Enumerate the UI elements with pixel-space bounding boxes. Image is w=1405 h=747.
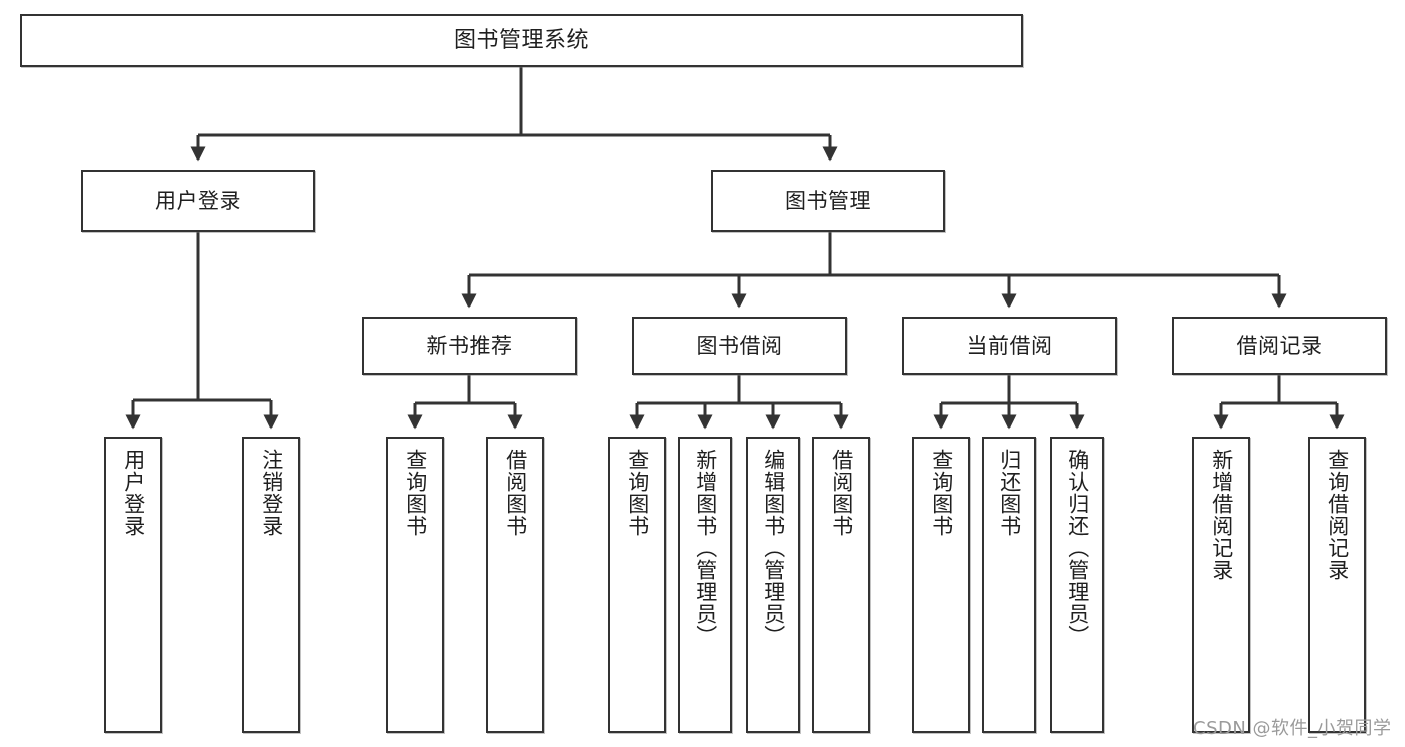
node-book-management[interactable]: 图书管理	[711, 170, 945, 232]
node-root-book-management-system[interactable]: 图书管理系统	[20, 14, 1023, 67]
node-leaf-query-borrow-record[interactable]: 查询借阅记录	[1308, 437, 1366, 733]
watermark: CSDN @软件_小贺同学	[1193, 718, 1392, 739]
node-new-book-recommend[interactable]: 新书推荐	[362, 317, 577, 375]
node-leaf-query-book-current[interactable]: 查询图书	[912, 437, 970, 733]
node-label: 借阅图书	[503, 449, 528, 537]
node-label: 查询图书	[625, 449, 650, 537]
node-leaf-confirm-return-admin[interactable]: 确认归还（管理员）	[1050, 437, 1104, 733]
node-label: 确认归还（管理员）	[1065, 449, 1090, 647]
node-label: 归还图书	[997, 449, 1022, 537]
node-label: 用户登录	[121, 449, 146, 537]
node-label: 借阅图书	[829, 449, 854, 537]
node-label: 当前借阅	[966, 333, 1053, 358]
node-label: 查询图书	[929, 449, 954, 537]
node-leaf-user-login[interactable]: 用户登录	[104, 437, 162, 733]
node-label: 新增图书（管理员）	[693, 449, 718, 647]
node-label: 图书借阅	[696, 333, 783, 358]
node-label: 图书管理系统	[453, 27, 589, 53]
node-label: 查询借阅记录	[1325, 449, 1350, 581]
node-current-borrow[interactable]: 当前借阅	[902, 317, 1117, 375]
node-label: 用户登录	[155, 188, 241, 213]
node-leaf-query-book-recommend[interactable]: 查询图书	[386, 437, 444, 733]
node-label: 借阅记录	[1236, 333, 1323, 358]
node-leaf-logout[interactable]: 注销登录	[242, 437, 300, 733]
node-leaf-edit-book-admin[interactable]: 编辑图书（管理员）	[746, 437, 800, 733]
node-label: 图书管理	[785, 188, 871, 213]
node-borrow-record[interactable]: 借阅记录	[1172, 317, 1387, 375]
node-leaf-add-borrow-record[interactable]: 新增借阅记录	[1192, 437, 1250, 733]
node-book-borrow[interactable]: 图书借阅	[632, 317, 847, 375]
node-leaf-query-book-borrow[interactable]: 查询图书	[608, 437, 666, 733]
node-label: 新书推荐	[426, 333, 513, 358]
node-label: 编辑图书（管理员）	[761, 449, 786, 647]
node-label: 新增借阅记录	[1209, 449, 1234, 581]
node-leaf-add-book-admin[interactable]: 新增图书（管理员）	[678, 437, 732, 733]
node-leaf-borrow-book[interactable]: 借阅图书	[812, 437, 870, 733]
node-label: 查询图书	[403, 449, 428, 537]
node-leaf-borrow-book-recommend[interactable]: 借阅图书	[486, 437, 544, 733]
node-leaf-return-book[interactable]: 归还图书	[982, 437, 1036, 733]
node-user-login[interactable]: 用户登录	[81, 170, 315, 232]
node-label: 注销登录	[259, 449, 284, 537]
